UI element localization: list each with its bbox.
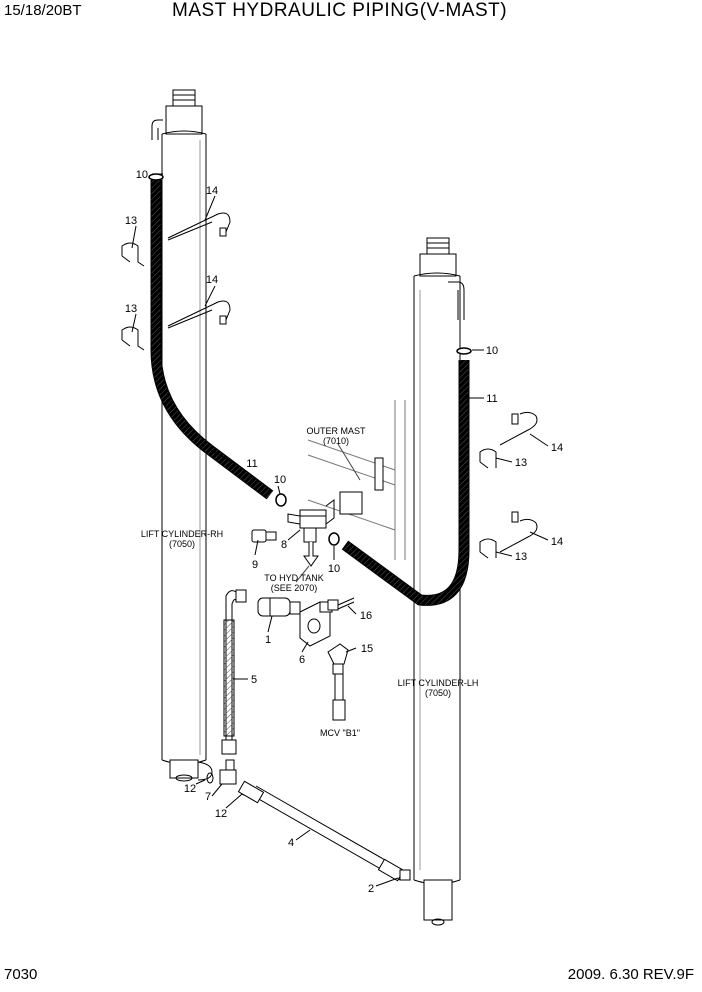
clamp-10-mid	[275, 493, 287, 507]
callout: 12	[184, 783, 196, 795]
hose-5	[221, 589, 247, 755]
callout: 14	[206, 274, 218, 286]
callout: 4	[288, 837, 294, 849]
leader-lines	[131, 173, 549, 887]
caption-lift-cylinder-lh-ref: (7050)	[425, 688, 451, 698]
callout: 15	[361, 643, 373, 655]
callout: 5	[251, 674, 257, 686]
caption-outer-mast-ref: (7010)	[323, 436, 349, 446]
plug-9	[251, 529, 277, 543]
callout: 14	[551, 442, 563, 454]
callout: 11	[486, 393, 497, 405]
caption-mcv: MCV "B1"	[320, 728, 360, 738]
caption-lift-cylinder-rh-ref: (7050)	[169, 539, 195, 549]
page-number: 7030	[4, 966, 38, 983]
callout: 10	[136, 169, 148, 181]
date-revision: 2009. 6.30 REV.9F	[567, 966, 694, 983]
tee-block-8	[287, 499, 335, 567]
page-title: MAST HYDRAULIC PIPING(V-MAST)	[172, 0, 508, 21]
u-bolt-14-right	[499, 411, 538, 553]
clamp-10-top	[148, 173, 164, 181]
callout: 2	[368, 883, 374, 895]
callout: 6	[299, 654, 305, 666]
callout: 12	[215, 808, 227, 820]
outer-mast	[307, 400, 406, 560]
bracket-13-left	[121, 242, 145, 351]
bracket-6	[299, 601, 333, 647]
lift-cylinder-rh	[151, 89, 213, 782]
lift-cylinder-lh	[413, 237, 465, 926]
caption-outer-mast: OUTER MAST	[306, 426, 366, 436]
callout: 10	[274, 474, 286, 486]
caption-to-hyd-tank-ref: (SEE 2070)	[271, 583, 318, 593]
u-bolt-14-left	[167, 212, 231, 329]
callout: 13	[125, 215, 137, 227]
callout: 1	[265, 634, 271, 646]
clamp-10-right	[456, 347, 472, 355]
bolt-16	[327, 597, 355, 611]
callout: 14	[551, 536, 563, 548]
caption-lift-cylinder-rh: LIFT CYLINDER-RH	[141, 529, 223, 539]
captions: OUTER MAST (7010) LIFT CYLINDER-RH (7050…	[141, 426, 479, 738]
callout-numbers: 10 14 13 14 13 11 10 8 9 10 16 1 6 15 5 …	[125, 169, 563, 895]
bracket-13-right	[479, 448, 497, 559]
caption-lift-cylinder-lh: LIFT CYLINDER-LH	[398, 678, 479, 688]
callout: 9	[252, 559, 258, 571]
callout: 13	[515, 551, 527, 563]
callout: 8	[281, 539, 287, 551]
model-code: 15/18/20BT	[4, 2, 82, 19]
callout: 10	[328, 563, 340, 575]
callout: 11	[246, 458, 257, 470]
callout: 10	[486, 345, 498, 357]
hose-4	[237, 780, 411, 882]
caption-to-hyd-tank: TO HYD TANK	[264, 573, 324, 583]
callout: 14	[206, 185, 218, 197]
elbow-15	[327, 643, 349, 721]
clamp-10-low	[328, 532, 340, 546]
callout: 13	[125, 303, 137, 315]
callout: 16	[360, 610, 372, 622]
valve-1	[257, 597, 301, 617]
callout: 13	[515, 457, 527, 469]
callout: 7	[205, 791, 211, 803]
